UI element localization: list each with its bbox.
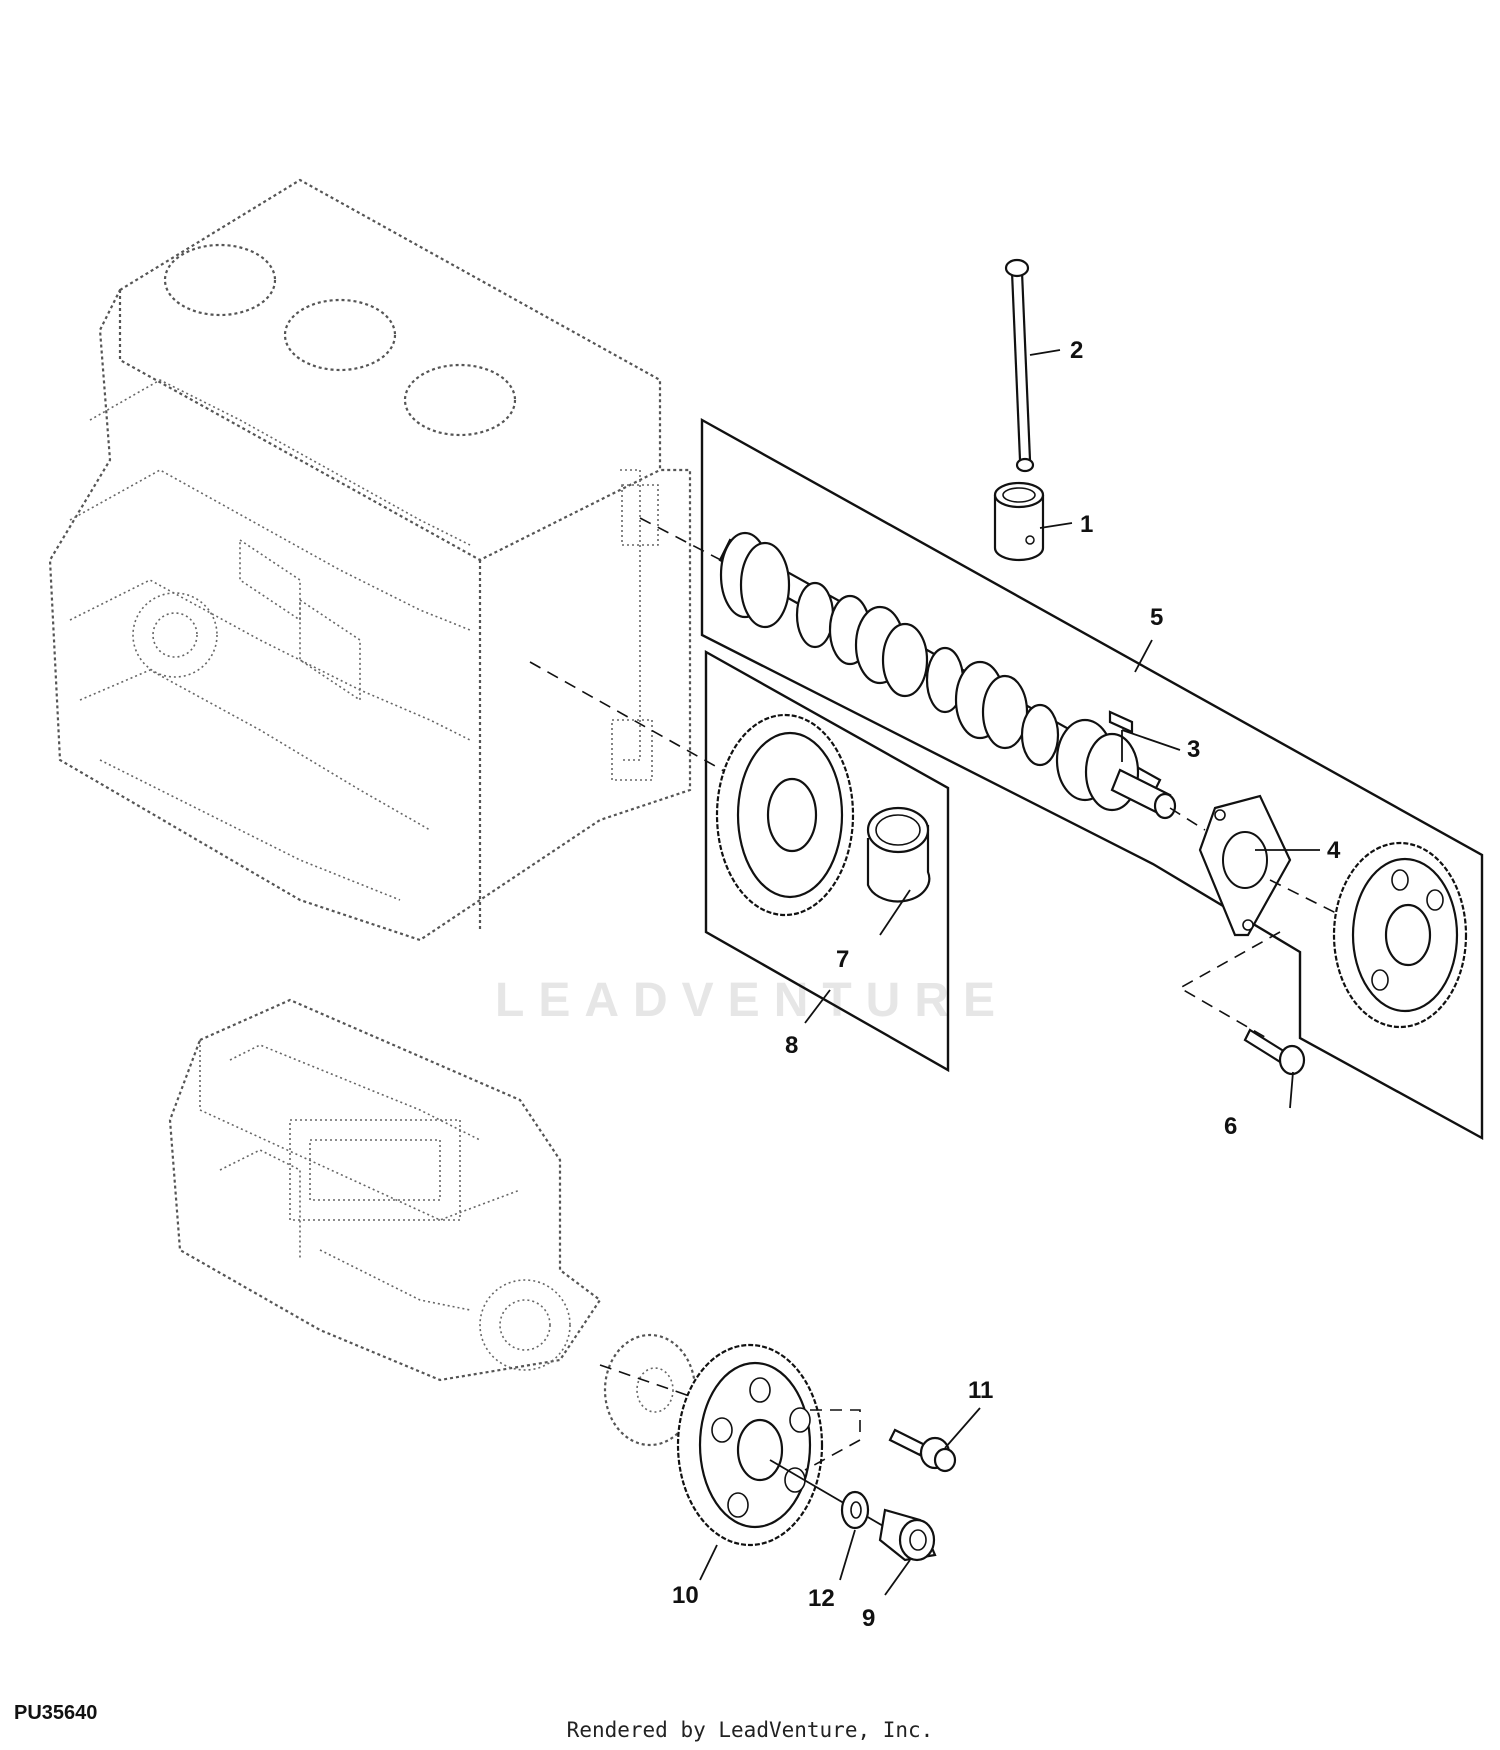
gear-nut	[878, 1508, 937, 1562]
callout-1: 1	[1080, 511, 1093, 538]
watermark: LEADVENTURE	[495, 974, 1009, 1027]
callout-11: 11	[968, 1377, 993, 1404]
figure-id: PU35640	[14, 1702, 98, 1724]
camshaft	[718, 531, 1177, 820]
lock-washer	[840, 1490, 870, 1530]
engine-block-outline	[48, 178, 692, 942]
push-rod	[1004, 258, 1035, 473]
cam-follower	[993, 481, 1045, 562]
camshaft-assembly-panel	[700, 417, 1484, 1141]
callout-2: 2	[1070, 337, 1083, 364]
injection-pump-outline	[168, 998, 697, 1447]
idler-gear-assembly-panel	[704, 649, 950, 1073]
callout-4: 4	[1327, 837, 1341, 864]
callout-12: 12	[808, 1585, 835, 1612]
callout-7: 7	[836, 946, 849, 973]
callout-9: 9	[862, 1605, 875, 1632]
leader-lines	[699, 349, 1320, 1596]
callout-8: 8	[785, 1032, 798, 1059]
pump-drive-gear	[676, 1343, 824, 1547]
idler-gear	[715, 713, 855, 917]
render-credit: Rendered by LeadVenture, Inc.	[566, 1718, 934, 1742]
bolt-guide-line	[1178, 931, 1281, 1041]
callout-6: 6	[1224, 1113, 1237, 1140]
camshaft-gear	[1332, 841, 1468, 1029]
thrust-plate-line	[1169, 807, 1206, 831]
pump-gear-alignment-line	[599, 1364, 731, 1411]
nut-axis-line	[769, 1459, 891, 1531]
thrust-plate	[1198, 794, 1292, 937]
idler-alignment-line	[529, 661, 741, 781]
flange-bolt	[888, 1428, 957, 1473]
gear-bolt-guide-line	[804, 1409, 861, 1471]
woodruff-key	[1108, 710, 1134, 762]
callout-3: 3	[1187, 736, 1200, 763]
cam-gear-line	[1269, 879, 1351, 921]
cap-screw	[1243, 1028, 1306, 1076]
idler-bushing	[866, 806, 931, 903]
callout-5: 5	[1150, 604, 1163, 631]
callout-10: 10	[672, 1582, 699, 1609]
